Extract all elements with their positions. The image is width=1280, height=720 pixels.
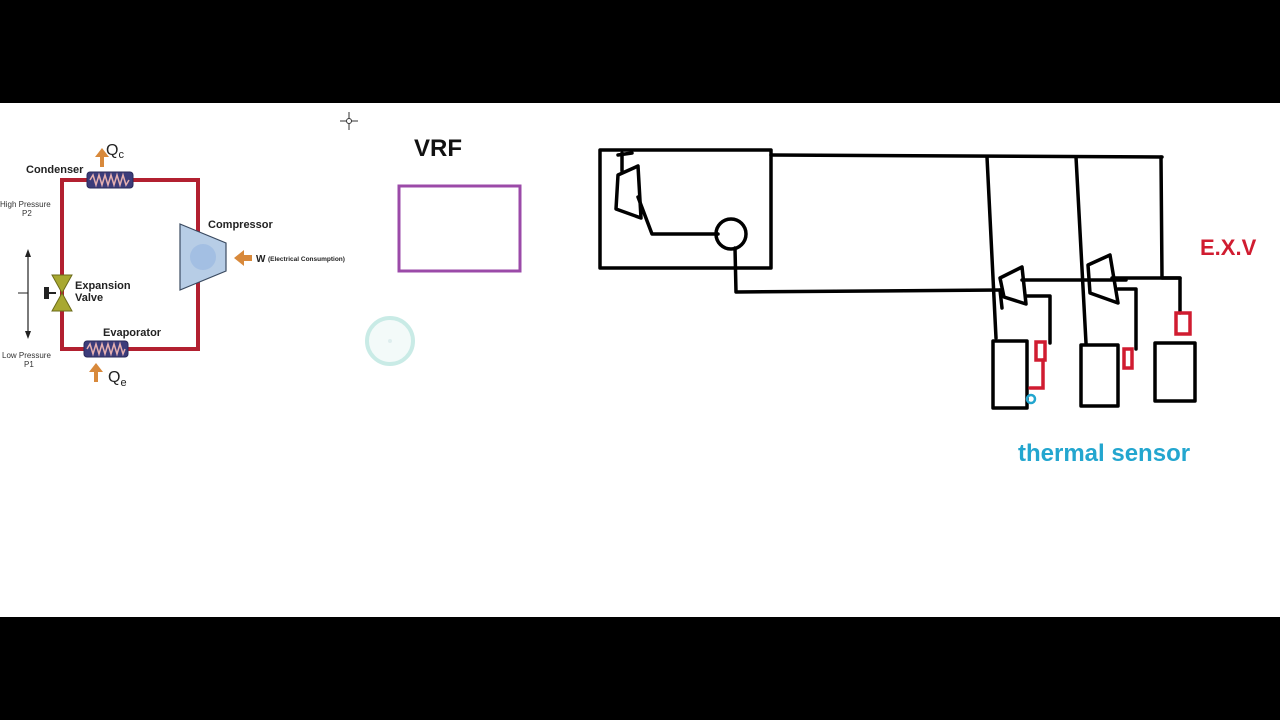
high-pressure-label: High Pressure [0, 200, 51, 209]
whiteboard-canvas: Qc Qe Condenser High Pressure P2 Compres… [0, 103, 1280, 617]
vrf-title: VRF [414, 135, 462, 162]
exv-valve-2-icon [1122, 347, 1134, 370]
compressor-icon [179, 223, 227, 291]
p2-label: P2 [22, 209, 32, 218]
evaporator-coil-icon [83, 340, 129, 358]
exv-label: E.X.V [1200, 235, 1257, 260]
expansion-label: Expansion [75, 280, 131, 292]
outdoor-fan-icon [714, 217, 748, 251]
branch-gas-1 [998, 288, 1004, 310]
branch-pipe-2 [1074, 155, 1088, 345]
diagram-svg: Qc Qe Condenser High Pressure P2 Compres… [0, 112, 1257, 467]
expansion-valve-icon [44, 274, 73, 312]
qe-label: Qe [108, 369, 127, 389]
thermal-sensor-icon [1025, 393, 1037, 405]
work-in-arrow-icon [234, 250, 252, 266]
indoor-compressor-2-icon [1086, 253, 1120, 305]
exv-valves [1028, 311, 1192, 390]
heat-out-arrow-icon [95, 148, 109, 167]
valve-label: Valve [75, 292, 103, 304]
indoor-pipe-1 [1020, 278, 1128, 345]
heat-in-arrow-icon [89, 363, 103, 382]
refrigeration-cycle: Qc Qe Condenser High Pressure P2 Compres… [0, 142, 345, 389]
evaporator-label: Evaporator [103, 327, 162, 339]
p1-label: P1 [24, 360, 34, 369]
pressure-range-arrow-icon [18, 249, 31, 339]
vrf-box [397, 184, 522, 273]
work-label: W [256, 254, 266, 265]
outdoor-unit [598, 148, 773, 270]
indoor-unit-2 [1079, 343, 1120, 408]
crosshair-cursor-icon [340, 112, 358, 130]
qc-label: Qc [106, 142, 124, 161]
exv-valve-1-icon [1034, 340, 1047, 362]
main-liquid-line [769, 153, 1164, 159]
indoor-compressor-1-icon [998, 265, 1028, 306]
compressor-label: Compressor [208, 219, 274, 231]
indoor-pipe-2 [1110, 276, 1182, 351]
branch-pipe-1 [985, 155, 998, 340]
indoor-unit-3 [1153, 341, 1197, 403]
low-pressure-label: Low Pressure [2, 351, 51, 360]
condenser-coil-icon [86, 171, 134, 189]
exv-valve-1-pipe [1028, 358, 1045, 390]
condenser-label: Condenser [26, 164, 84, 176]
electrical-consumption-label: (Electrical Consumption) [268, 256, 345, 263]
outdoor-pipe-stub [616, 151, 634, 173]
outdoor-compressor-icon [614, 164, 643, 220]
outdoor-pipe [636, 195, 720, 236]
branch-pipe-3 [1159, 155, 1182, 315]
exv-valve-3-icon [1174, 311, 1192, 336]
thermal-sensor-label: thermal sensor [1018, 440, 1190, 467]
refrigerant-loop [60, 178, 200, 351]
indoor-unit-1 [991, 339, 1029, 410]
vrf-hand-drawing [598, 148, 1197, 410]
click-ripple-indicator [365, 316, 415, 366]
main-gas-line [733, 246, 1002, 294]
